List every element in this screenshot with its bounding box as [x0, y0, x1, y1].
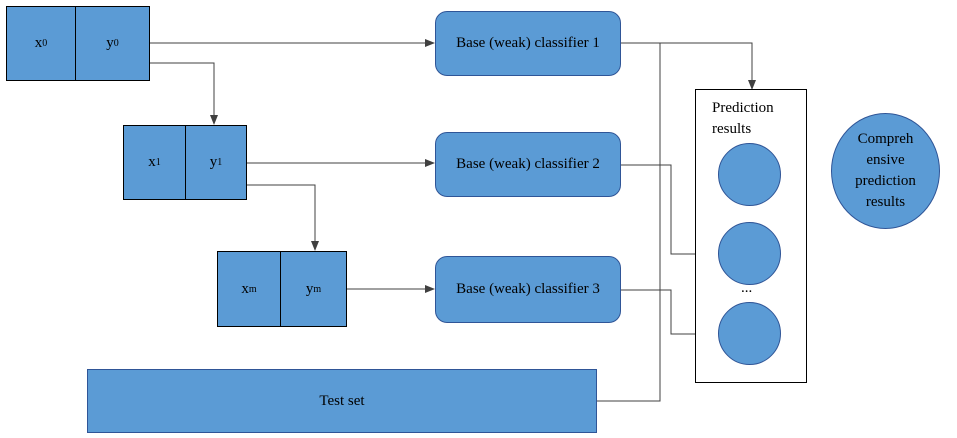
arrow-classifier3-to-circle3	[621, 289, 719, 338]
line-testset-up	[597, 43, 661, 402]
result-circle-3	[718, 302, 781, 365]
classifier-3: Base (weak) classifier 3	[435, 256, 621, 323]
arrow-pair1-to-pairm	[247, 184, 319, 251]
classifier-1-label: Base (weak) classifier 1	[456, 35, 600, 51]
result-circle-1	[718, 143, 781, 206]
prediction-results-title: Prediction results	[712, 100, 774, 137]
results-ellipsis: ...	[741, 280, 753, 296]
classifier-2-label: Base (weak) classifier 2	[456, 156, 600, 172]
arrow-classifier1-to-results	[621, 42, 756, 90]
classifier-2: Base (weak) classifier 2	[435, 132, 621, 197]
test-set-label: Test set	[319, 392, 365, 409]
arrow-pair0-to-pair1	[150, 62, 218, 125]
comprehensive-results-label: Compreh ensive prediction results	[855, 131, 916, 210]
classifier-1: Base (weak) classifier 1	[435, 11, 621, 76]
arrow-classifier2-to-circle2	[621, 164, 719, 258]
test-set: Test set	[87, 369, 597, 433]
classifier-3-label: Base (weak) classifier 3	[456, 281, 600, 297]
comprehensive-results-circle: Compreh ensive prediction results	[831, 113, 940, 229]
result-circle-2	[718, 222, 781, 285]
